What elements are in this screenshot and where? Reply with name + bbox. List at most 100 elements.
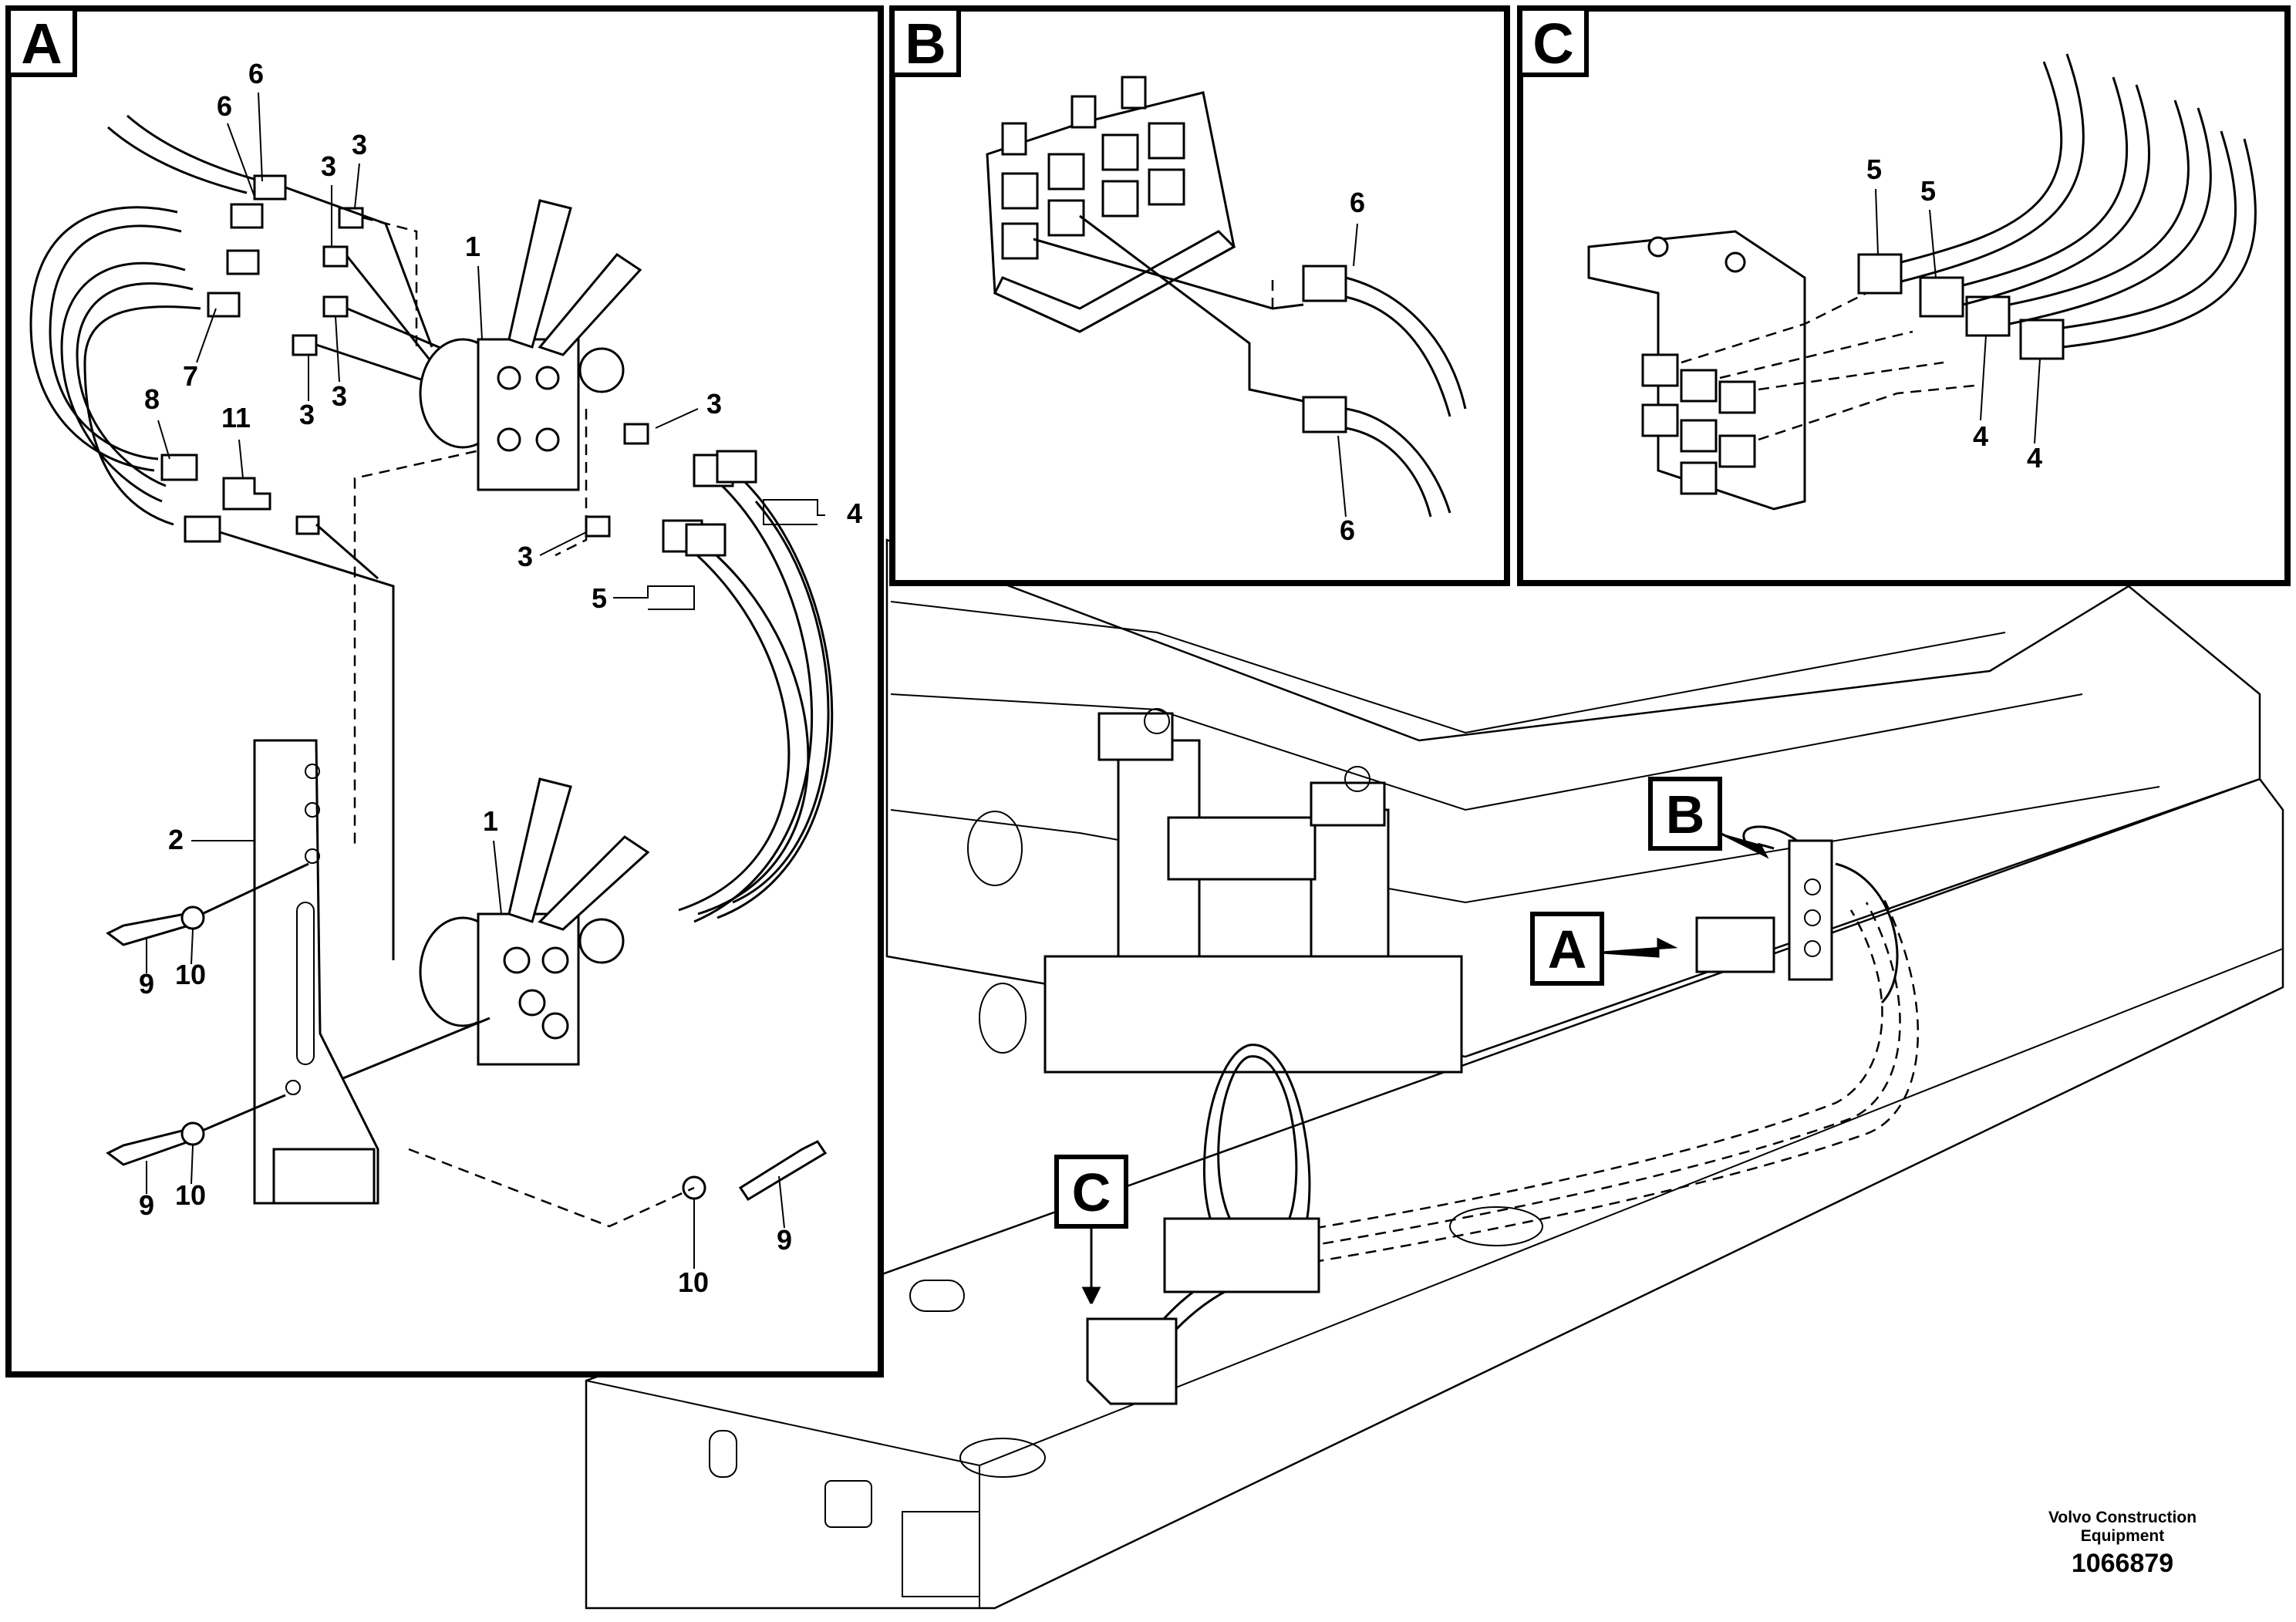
control-valve-block	[477, 912, 580, 1066]
leader-line	[335, 315, 340, 383]
bracket-hole	[1725, 251, 1746, 273]
leader-line	[655, 408, 699, 429]
part-label-10: 10	[175, 1179, 206, 1211]
callout-a-label: A	[1548, 919, 1587, 980]
bolt	[738, 1140, 828, 1202]
valve-port	[535, 366, 560, 390]
frame-hole	[979, 983, 1027, 1054]
bracket-hole	[285, 1080, 301, 1095]
washer	[180, 1121, 205, 1146]
hose	[1900, 53, 2085, 283]
leader-line	[190, 1145, 194, 1185]
leader-line	[238, 439, 244, 479]
part-label-3: 3	[706, 388, 722, 420]
leader-line	[354, 163, 360, 209]
port-fitting	[1641, 353, 1679, 387]
hose	[1345, 407, 1451, 514]
frame-hole	[1449, 1206, 1543, 1246]
bracket-top-left	[1097, 712, 1174, 761]
port-fitting	[1101, 133, 1139, 171]
control-valve-block	[477, 338, 580, 491]
leader-bracket	[763, 499, 825, 525]
frame-slot	[709, 1430, 737, 1478]
hose-fitting	[716, 450, 757, 484]
hose	[2008, 99, 2190, 306]
hose-connection	[219, 531, 395, 960]
access-plate	[902, 1511, 980, 1597]
port-fitting	[1680, 369, 1718, 403]
detail-c-manifold	[1086, 1317, 1178, 1405]
bracket-foot	[272, 1148, 376, 1205]
hose	[1900, 61, 2063, 264]
frame-rail-lower	[890, 693, 2083, 811]
hose-run	[1835, 862, 1899, 1004]
callout-a-box	[1530, 912, 1604, 986]
port-fitting	[1718, 380, 1756, 414]
panel-c: C 5 5 4 4	[1517, 5, 2291, 586]
hose-fitting	[1302, 265, 1347, 302]
valve-port	[541, 946, 569, 974]
leader-line	[2034, 358, 2041, 444]
leader-line	[1353, 223, 1358, 267]
hose	[1345, 276, 1467, 410]
port-fitting	[1001, 222, 1039, 260]
part-label-3: 3	[332, 380, 347, 412]
port-cap	[1070, 95, 1097, 129]
part-label-10: 10	[175, 959, 206, 990]
callout-c: C	[1054, 1155, 1128, 1304]
frame-hole	[959, 1438, 1046, 1478]
part-label-6: 6	[1340, 514, 1355, 546]
valve-port	[541, 1012, 569, 1040]
leader-line	[258, 92, 263, 182]
port-fitting	[1148, 168, 1185, 206]
dash-line	[362, 216, 418, 347]
part-label-2: 2	[168, 824, 184, 855]
dash-line	[408, 1148, 695, 1228]
part-label-9: 9	[139, 1189, 154, 1221]
part-label-1: 1	[483, 805, 498, 837]
port-fitting	[1101, 180, 1139, 218]
terminal-bolt	[1344, 766, 1371, 792]
dash-line	[1719, 330, 1913, 379]
port-fitting	[1680, 419, 1718, 453]
leader-line	[1875, 188, 1879, 255]
panel-c-tag-box	[1518, 6, 1589, 77]
part-label-4: 4	[1973, 420, 1988, 452]
port-fitting	[1148, 122, 1185, 160]
callout-b-label: B	[1666, 784, 1705, 845]
hose-fitting	[1857, 253, 1903, 295]
detail-a-manifold	[1695, 916, 1775, 973]
part-label-3: 3	[299, 399, 315, 430]
panel-b-tag: B	[905, 12, 946, 76]
frame-edge	[979, 948, 2284, 1466]
hose	[1962, 76, 2128, 287]
panel-c-frame	[1517, 5, 2291, 586]
panel-b: B 6 6	[889, 5, 1510, 586]
part-label-4: 4	[2027, 442, 2042, 474]
bracket-hole	[305, 764, 320, 779]
hose-connection	[1079, 214, 1304, 403]
hose-fitting	[2019, 319, 2065, 360]
callout-b-box	[1648, 777, 1722, 851]
control-lever	[538, 253, 642, 356]
hose-connection	[346, 255, 433, 363]
hose-fitting	[230, 203, 264, 229]
valve-port	[503, 946, 531, 974]
callout-b-pointer	[1719, 831, 1775, 859]
part-label-5: 5	[1920, 175, 1936, 207]
part-label-6: 6	[217, 90, 232, 122]
callout-a-pointer	[1601, 937, 1678, 958]
hose-fitting	[253, 174, 287, 201]
hose-loop	[1217, 1055, 1298, 1251]
frame-hole	[967, 811, 1023, 886]
adapter	[623, 423, 649, 445]
panel-b-tag-box	[890, 6, 961, 77]
hose	[76, 282, 194, 487]
hose-fitting	[1919, 276, 1964, 318]
hose	[1345, 427, 1432, 518]
part-label-5: 5	[1866, 153, 1882, 185]
leader-line	[227, 123, 255, 197]
port-fitting	[1001, 172, 1039, 210]
panel-a-tag: A	[21, 12, 62, 76]
